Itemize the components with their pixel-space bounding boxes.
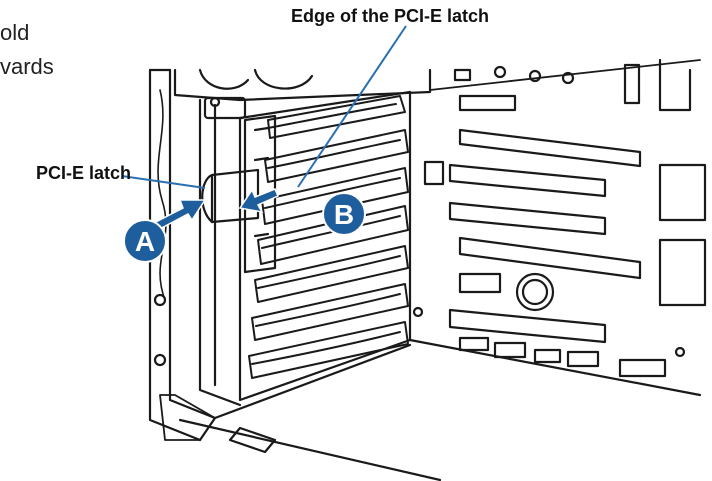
edge-leader-line — [297, 25, 407, 188]
cropped-text-line-2: vards — [0, 54, 54, 79]
motherboard — [408, 58, 707, 397]
leader-lines — [121, 25, 407, 189]
push-arrow-b — [238, 188, 279, 214]
slot-covers — [248, 95, 409, 379]
drive-bay — [173, 68, 432, 120]
edge-of-latch-label: Edge of the PCI-E latch — [291, 6, 490, 26]
pci-e-latch-bracket — [201, 114, 277, 274]
pci-e-latch-label: PCI-E latch — [36, 163, 132, 183]
cropped-text-line-1: old — [0, 20, 30, 45]
badge-b: B — [322, 192, 366, 236]
chassis-floor — [159, 343, 442, 481]
chassis-wall — [148, 68, 217, 442]
latch-leader-line — [121, 175, 206, 189]
badge-a-label: A — [135, 226, 155, 257]
slot-frame — [198, 90, 412, 407]
badge-a: A — [123, 219, 167, 263]
badge-b-label: B — [334, 199, 354, 230]
